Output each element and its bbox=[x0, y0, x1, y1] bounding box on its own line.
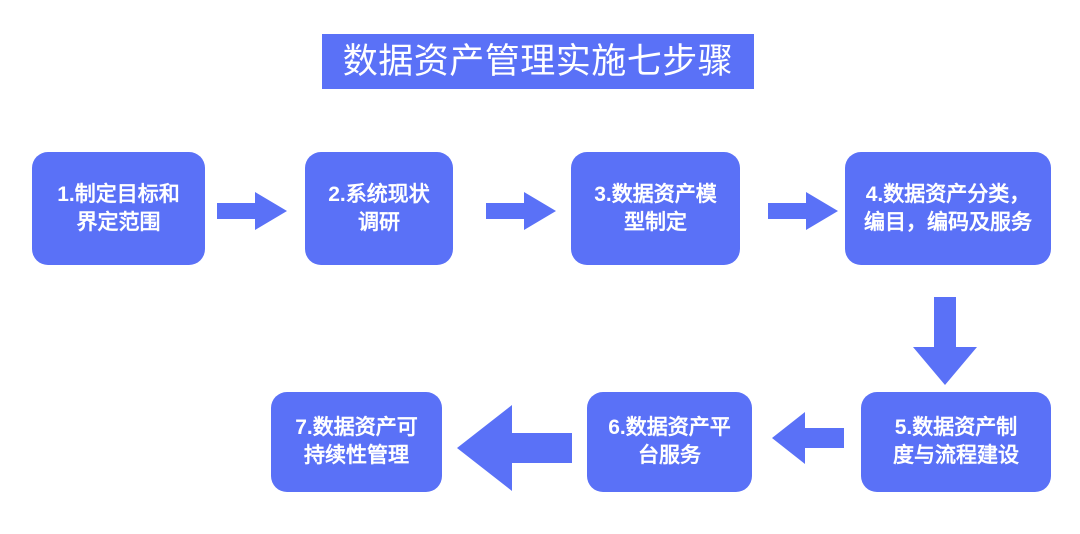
step-box-3[interactable]: 3.数据资产模 型制定 bbox=[571, 152, 740, 265]
diagram-title-band: 数据资产管理实施七步骤 bbox=[322, 34, 754, 89]
step-label-5: 5.数据资产制 度与流程建设 bbox=[893, 416, 1019, 467]
step-label-7: 7.数据资产可 持续性管理 bbox=[295, 416, 418, 467]
step-box-5[interactable]: 5.数据资产制 度与流程建设 bbox=[861, 392, 1051, 492]
step-label-1: 1.制定目标和 界定范围 bbox=[57, 182, 180, 234]
arrow-left-icon-step5-to-step6 bbox=[772, 412, 844, 464]
arrow-down-icon-step4-to-step5 bbox=[913, 297, 977, 385]
step-box-2[interactable]: 2.系统现状 调研 bbox=[305, 152, 453, 265]
arrow-right-icon-step2-to-step3 bbox=[486, 192, 556, 230]
page-title: 数据资产管理实施七步骤 bbox=[342, 42, 734, 81]
step-box-4[interactable]: 4.数据资产分类， 编目，编码及服务 bbox=[845, 152, 1051, 265]
step-label-6: 6.数据资产平 台服务 bbox=[608, 416, 731, 467]
arrow-right-icon-step3-to-step4 bbox=[768, 192, 838, 230]
step-label-2: 2.系统现状 调研 bbox=[328, 182, 430, 234]
step-label-4: 4.数据资产分类， 编目，编码及服务 bbox=[864, 182, 1032, 234]
step-label-3: 3.数据资产模 型制定 bbox=[594, 182, 717, 234]
arrow-left-icon-step6-to-step7 bbox=[457, 405, 572, 491]
step-box-1[interactable]: 1.制定目标和 界定范围 bbox=[32, 152, 205, 265]
arrow-right-icon-step1-to-step2 bbox=[217, 192, 287, 230]
step-box-6[interactable]: 6.数据资产平 台服务 bbox=[587, 392, 752, 492]
step-box-7[interactable]: 7.数据资产可 持续性管理 bbox=[271, 392, 442, 492]
